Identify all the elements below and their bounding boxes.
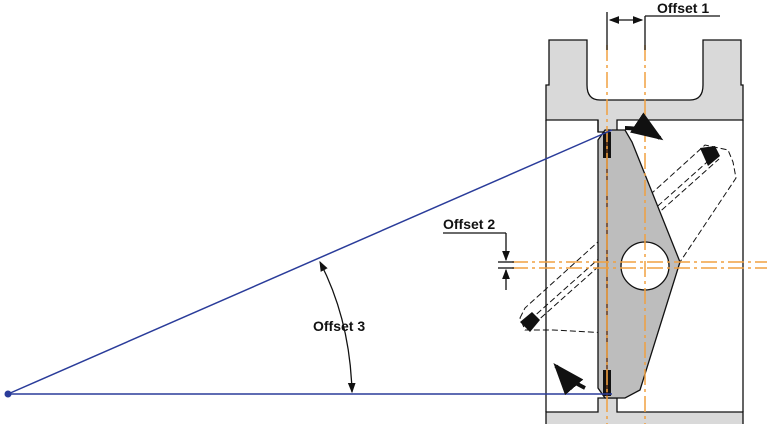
offset1-dimension (606, 12, 720, 50)
cone-lines (7, 129, 613, 395)
rotation-arrow-bottom (553, 362, 586, 396)
centerlines (512, 45, 767, 424)
offset3-angle-arc (319, 260, 356, 394)
valve-body-top (545, 39, 744, 133)
offset2-dimension (443, 232, 514, 290)
offset2-label: Offset 2 (443, 216, 495, 232)
seal-open-lower (520, 312, 540, 332)
offset3-label: Offset 3 (313, 318, 365, 334)
seal-open-upper (700, 146, 720, 166)
rotation-arrow-top (624, 112, 664, 141)
offset1-label: Offset 1 (657, 0, 709, 16)
cone-apex (4, 390, 12, 398)
